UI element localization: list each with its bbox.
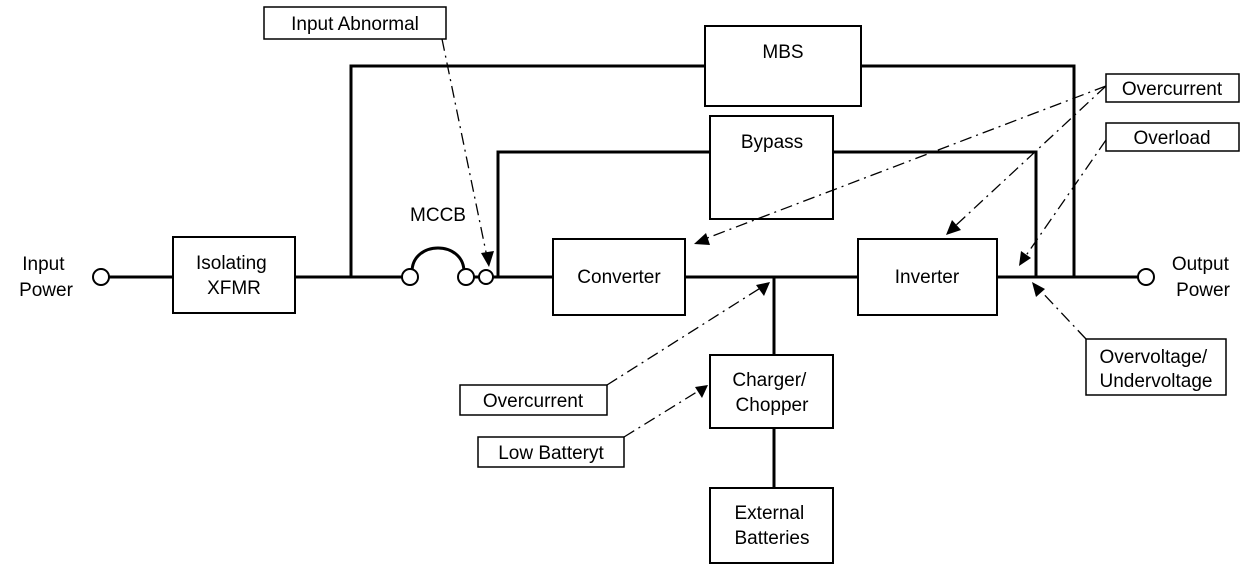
input-terminal [92,268,110,286]
external-batteries-label: External Batteries [735,503,810,549]
arrowheads [481,220,1045,398]
mccb-output-node [478,269,494,285]
arrow-low-battery [695,385,708,398]
input-abnormal-label-box [263,6,447,40]
mbs-box [704,25,862,107]
inverter-label: Inverter [895,267,960,288]
converter-box [552,238,686,316]
arrow-overvoltage [1032,282,1045,297]
blocks [172,25,998,564]
input-abnormal-label: Input Abnormal [291,14,419,35]
mccb-contact-right [457,268,475,286]
low-battery-label: Low Batteryt [498,443,604,464]
mccb-arc [410,246,466,273]
terminals [92,268,1155,286]
arrow-overcurrent-converter [694,233,710,245]
overcurrent-output-label-box [1105,73,1240,103]
wire-bypass-return [833,150,1038,277]
indicator-overcurrent-dc [606,286,763,386]
converter-label: Converter [577,267,661,288]
indicator-input-abnormal [441,38,488,258]
arrow-overcurrent-dc [756,282,770,296]
arrow-input-abnormal [481,251,494,267]
charger-chopper-label: Charger/ Chopper [732,370,811,416]
indicator-lines [441,38,1107,438]
low-battery-label-box [477,436,625,468]
mbs-label: MBS [762,42,803,63]
arrow-overcurrent-inverter [946,220,961,235]
overcurrent-dc-label-box [459,384,608,416]
charger-chopper-box [709,354,834,429]
isolating-xfmr-box [172,236,296,314]
mccb-label: MCCB [410,205,466,226]
input-power-label: Input Power [19,254,74,301]
text-labels: Input Power Output Power Isolating XFMR … [19,14,1234,549]
overvoltage-label: Overvoltage/ Undervoltage [1099,347,1212,392]
arrow-overload [1019,251,1031,266]
bypass-label: Bypass [741,132,803,153]
overvoltage-label-box [1085,338,1227,396]
overcurrent-dc-label: Overcurrent [483,391,584,412]
wire-bypass-path [496,150,710,277]
wire-mbs-return [861,64,1076,277]
overload-label: Overload [1133,128,1210,149]
external-batteries-box [709,487,834,564]
output-power-label: Output Power [1172,254,1234,301]
overload-label-box [1105,122,1240,152]
inverter-box [857,238,998,316]
indicator-overcurrent-to-converter [701,85,1107,241]
indicator-overcurrent-to-inverter [952,85,1107,229]
output-terminal [1137,268,1155,286]
indicator-overvoltage [1038,288,1087,340]
alarm-labels [263,6,1240,468]
wire-mbs-path [349,64,705,277]
wiring [109,64,1138,488]
bypass-box [709,115,834,220]
overcurrent-output-label: Overcurrent [1122,79,1223,100]
indicator-low-battery [623,389,701,438]
mccb-contact-left [401,268,419,286]
isolating-xfmr-label: Isolating XFMR [196,253,272,299]
